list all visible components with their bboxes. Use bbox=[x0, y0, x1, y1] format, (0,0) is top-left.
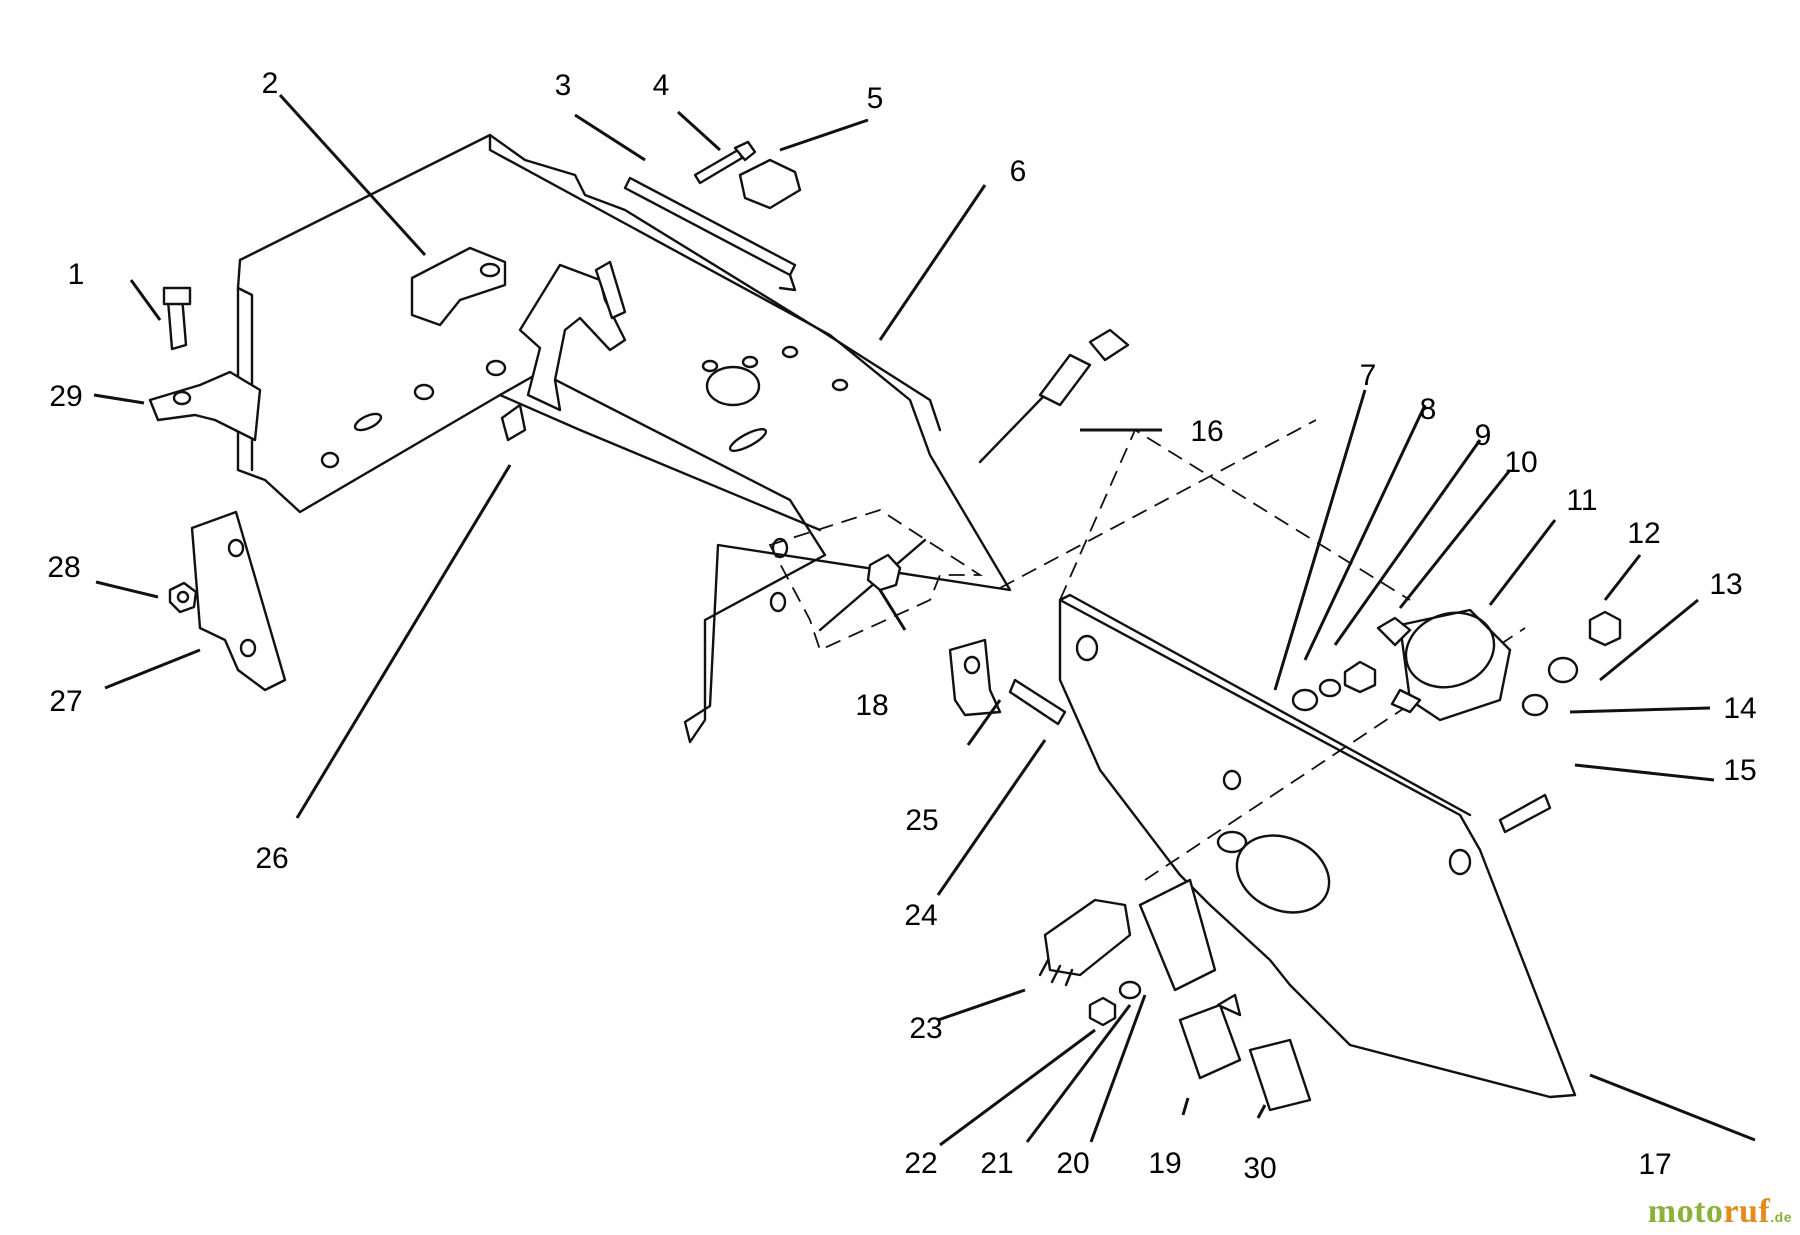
callout-9: 9 bbox=[1475, 419, 1492, 452]
callout-15: 15 bbox=[1723, 754, 1756, 787]
clamp bbox=[148, 370, 262, 442]
callout-2: 2 bbox=[262, 67, 279, 100]
gauge-washers bbox=[1291, 616, 1412, 712]
bracket-clip bbox=[410, 246, 507, 327]
callout-27: 27 bbox=[49, 685, 82, 718]
hour-meter-gauge bbox=[1390, 608, 1512, 722]
leader-lines bbox=[93, 93, 1756, 1147]
callout-26: 26 bbox=[255, 842, 288, 875]
gauge-right-hardware bbox=[1498, 610, 1622, 834]
switch-bracket bbox=[1138, 878, 1217, 992]
watermark-text-b: ruf bbox=[1723, 1193, 1771, 1230]
plate-nut bbox=[168, 581, 198, 614]
callout-17: 17 bbox=[1638, 1148, 1671, 1181]
switch-nut bbox=[1088, 996, 1117, 1027]
dash-panel bbox=[999, 419, 1577, 1099]
main-bracket bbox=[236, 133, 1012, 744]
watermark-suffix: .de bbox=[1770, 1209, 1792, 1225]
callout-10: 10 bbox=[1504, 446, 1537, 479]
callout-25: 25 bbox=[905, 804, 938, 837]
lever bbox=[500, 260, 627, 442]
callout-22: 22 bbox=[904, 1147, 937, 1180]
callout-3: 3 bbox=[555, 69, 572, 102]
ignition-switch bbox=[1038, 898, 1132, 987]
callout-30: 30 bbox=[1243, 1152, 1276, 1185]
callout-8: 8 bbox=[1420, 393, 1437, 426]
callout-5: 5 bbox=[867, 82, 884, 115]
callout-24: 24 bbox=[904, 899, 937, 932]
callout-12: 12 bbox=[1627, 517, 1660, 550]
pin-clip bbox=[948, 638, 1002, 717]
callout-labels: 1 2 3 4 5 6 7 8 9 10 11 12 13 14 15 16 1… bbox=[47, 67, 1756, 1185]
callout-6: 6 bbox=[1010, 155, 1027, 188]
clamp-bolt bbox=[162, 286, 192, 351]
callout-11: 11 bbox=[1566, 484, 1597, 517]
toggle-switch bbox=[1178, 993, 1242, 1080]
callout-19: 19 bbox=[1148, 1147, 1181, 1180]
callout-20: 20 bbox=[1056, 1147, 1089, 1180]
spring-assembly bbox=[818, 538, 927, 632]
watermark-text-a: moto bbox=[1647, 1193, 1724, 1230]
choke-cable bbox=[978, 328, 1130, 464]
callout-4: 4 bbox=[653, 69, 670, 102]
callout-21: 21 bbox=[980, 1147, 1013, 1180]
switch-cover bbox=[1248, 1038, 1312, 1112]
callout-14: 14 bbox=[1723, 692, 1756, 725]
small-bolt bbox=[693, 140, 757, 185]
knob bbox=[738, 158, 802, 210]
callout-16: 16 bbox=[1190, 415, 1223, 448]
callout-1: 1 bbox=[68, 258, 85, 291]
callout-28: 28 bbox=[47, 551, 80, 584]
callout-18: 18 bbox=[855, 689, 888, 722]
callout-13: 13 bbox=[1709, 568, 1742, 601]
watermark-logo: motoruf.de bbox=[1648, 1193, 1792, 1231]
switch-washer bbox=[1118, 980, 1142, 1000]
plate bbox=[190, 510, 287, 692]
callout-7: 7 bbox=[1360, 359, 1377, 392]
pin bbox=[1008, 678, 1067, 726]
callout-23: 23 bbox=[909, 1012, 942, 1045]
rod bbox=[623, 176, 797, 292]
callout-29: 29 bbox=[49, 380, 82, 413]
